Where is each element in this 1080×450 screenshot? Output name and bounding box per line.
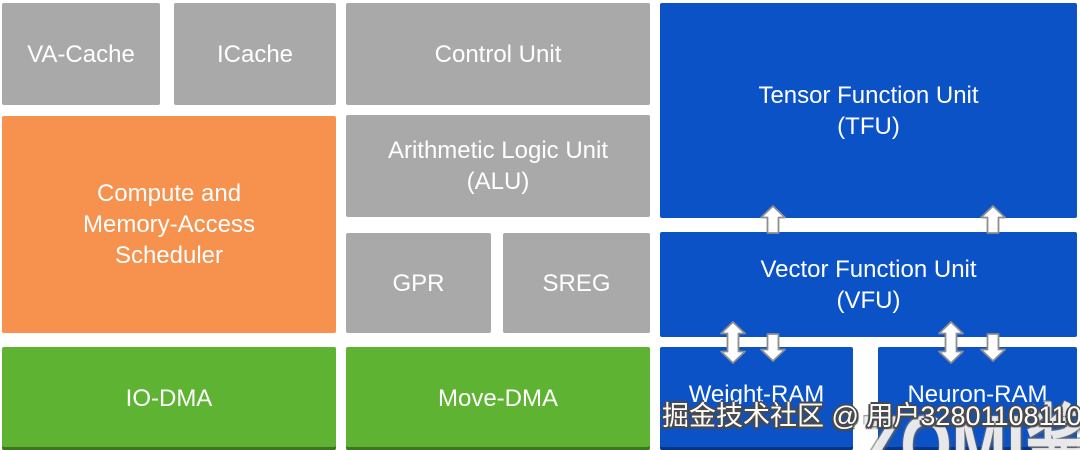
tfu-label: Tensor Function Unit (TFU): [758, 81, 979, 140]
icache-label: ICache: [216, 40, 294, 68]
block-control-unit: Control Unit: [346, 3, 650, 105]
neuron-ram-label: Neuron-RAM: [907, 381, 1048, 408]
block-vector-function-unit: Vector Function Unit (VFU): [660, 232, 1077, 337]
sreg-label: SREG: [542, 269, 611, 297]
scheduler-label: Compute and Memory-Access Scheduler: [82, 180, 256, 269]
arrow-bidirectional-icon: [938, 321, 964, 364]
alu-label: Arithmetic Logic Unit (ALU): [387, 137, 609, 195]
move-dma-label: Move-DMA: [437, 385, 558, 412]
va-cache-label: VA-Cache: [27, 40, 135, 68]
arrow-down-icon: [980, 333, 1006, 362]
weight-ram-label: Weight-RAM: [688, 381, 825, 408]
block-move-dma: Move-DMA: [346, 347, 650, 450]
block-icache: ICache: [174, 3, 336, 105]
block-gpr: GPR: [346, 233, 491, 333]
arrow-up-icon: [980, 205, 1006, 234]
vfu-label: Vector Function Unit (VFU): [760, 255, 977, 314]
block-weight-ram: Weight-RAM: [660, 347, 853, 450]
arrow-bidirectional-icon: [720, 321, 746, 364]
block-scheduler: Compute and Memory-Access Scheduler: [2, 116, 336, 333]
block-alu: Arithmetic Logic Unit (ALU): [346, 115, 650, 217]
block-neuron-ram: Neuron-RAM: [878, 347, 1077, 450]
gpr-label: GPR: [392, 269, 445, 297]
block-io-dma: IO-DMA: [2, 347, 336, 450]
block-sreg: SREG: [503, 233, 650, 333]
community-watermark: 掘金技术社区 @ 用户32801108110: [662, 401, 1080, 431]
control-unit-label: Control Unit: [434, 40, 562, 68]
block-va-cache: VA-Cache: [2, 3, 160, 105]
arrow-up-icon: [760, 205, 786, 234]
io-dma-label: IO-DMA: [125, 385, 213, 412]
block-tensor-function-unit: Tensor Function Unit (TFU): [660, 3, 1077, 218]
arrow-down-icon: [760, 333, 786, 362]
zomi-logo-watermark: ZOMI酱: [860, 396, 1080, 450]
